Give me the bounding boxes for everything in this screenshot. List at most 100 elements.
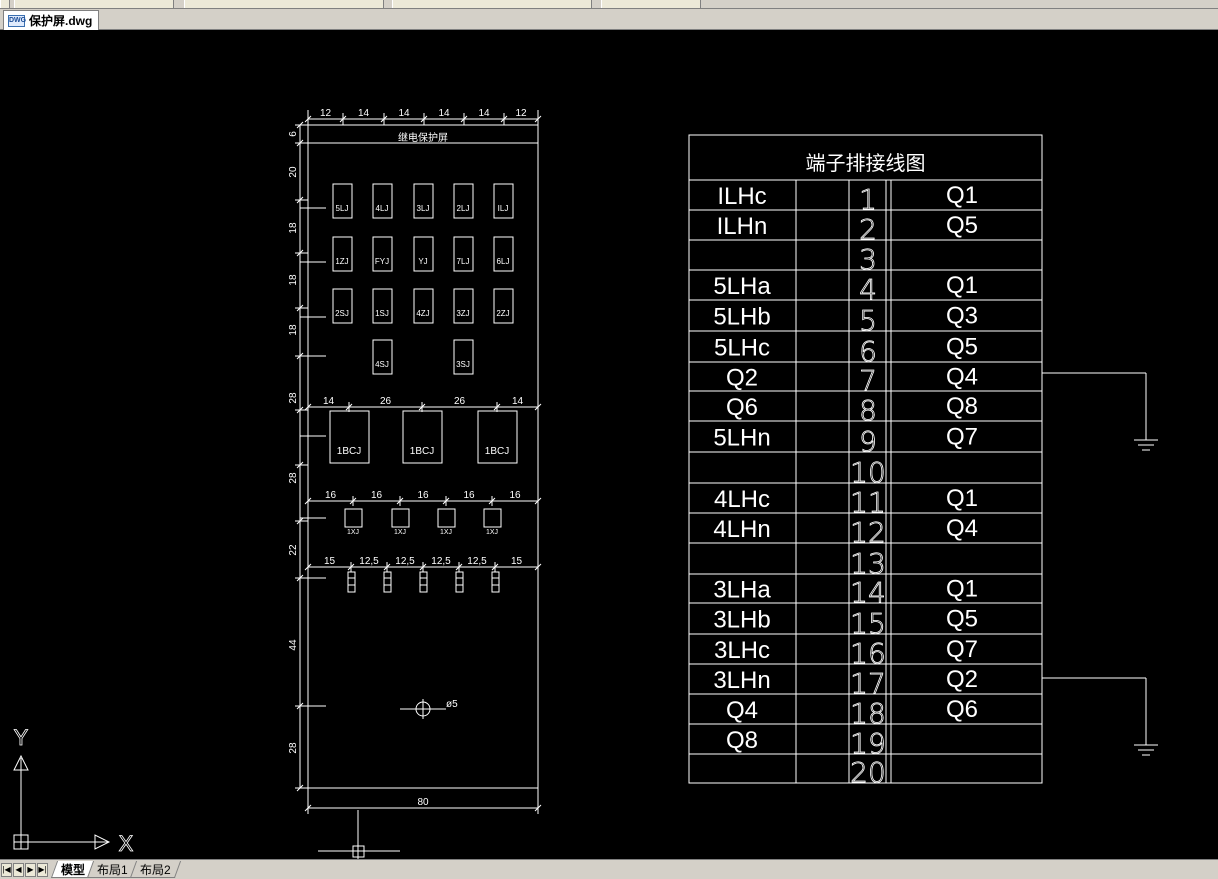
top-dim-label: 12 [320,108,332,119]
terminal-left-label: 5LHb [713,304,770,331]
terminal-number: 9 [859,425,877,458]
relay-label: 6LJ [497,257,510,266]
bcj-dim-label: 14 [323,396,335,407]
relay-label: 2SJ [335,309,349,318]
next-tab-button[interactable]: ▶ [25,862,36,877]
terminal-left-label: Q4 [726,697,758,724]
tab-layout1-label: 布局1 [97,862,128,877]
terminal-right-label: Q5 [946,606,978,633]
tab-layout2[interactable]: 布局2 [129,861,181,878]
dim-tick [296,249,304,257]
terminal-right-label: Q7 [946,636,978,663]
terminal-left-label: ILHn [717,213,768,240]
terminal-number: 20 [850,756,886,789]
relay-label: 4SJ [375,360,389,369]
dim-tick [455,563,463,571]
ucs-x-arrow [94,834,111,850]
relay-label: 2LJ [457,204,470,213]
relay-box [453,183,474,219]
terminal-right-label: Q4 [946,515,978,542]
dim-tick [534,563,542,571]
relay-label: FYJ [375,257,389,266]
terminal-left-label: Q2 [726,365,758,392]
xj-dim-label: 16 [509,490,521,501]
xj-box [391,508,410,528]
dim-tick [296,139,304,147]
relay-box [413,288,434,324]
xj-box [344,508,363,528]
relay-box [453,236,474,272]
dim-tick [419,563,427,571]
relay-box [332,183,353,219]
file-tab[interactable]: DWG 保护屏.dwg [3,10,100,30]
xj-box [437,508,456,528]
panel-title: 继电保护屏 [398,131,448,144]
bcj-dim-label: 14 [512,396,524,407]
tab-layout2-label: 布局2 [139,862,171,877]
side-dim-label: 28 [288,742,299,754]
terminal-number: 8 [859,394,877,427]
terminal-left-label: 5LHn [713,425,770,452]
dim-tick [383,563,391,571]
terminal-number: 17 [850,667,886,700]
dim-tick [396,497,404,505]
terminal-left-label: Q6 [726,394,758,421]
xj-box [483,508,502,528]
side-dim-label: 28 [288,472,299,484]
switch-dim-label: 15 [511,556,523,567]
bcj-label: 1BCJ [337,446,361,457]
relay-box [332,236,353,272]
relay-box [413,236,434,272]
dim-tick [304,403,312,411]
hole-label: ø5 [446,699,458,710]
bcj-dim-label: 26 [380,396,392,407]
terminal-right-label: Q2 [946,666,978,693]
terminal-right-label: Q6 [946,696,978,723]
prev-tab-button[interactable]: ◀ [13,862,24,877]
relay-box [372,236,393,272]
relay-label: 1SJ [375,309,389,318]
relay-label: 4ZJ [416,309,429,318]
switch-dim-label: 12,5 [359,556,379,567]
terminal-number: 6 [859,335,877,368]
dim-tick [345,403,353,411]
bcj-box [402,410,443,464]
dim-tick [339,115,347,123]
terminal-right-label: Q5 [946,212,978,239]
dim-tick [347,563,355,571]
terminal-number: 18 [850,697,886,730]
xj-dim-label: 16 [371,490,383,501]
dim-tick [304,563,312,571]
relay-box [413,183,434,219]
ucs-x-label: X [119,831,134,856]
switch-body [419,571,428,593]
switch-dim-label: 15 [324,556,336,567]
relay-box [493,236,514,272]
terminal-number: 10 [850,456,886,489]
terminal-number: 16 [850,637,886,670]
document-tabbar: DWG 保护屏.dwg [0,9,1218,30]
relay-label: 2ZJ [496,309,509,318]
terminal-right-label: Q4 [946,364,978,391]
terminal-number: 15 [850,607,886,640]
last-tab-button[interactable]: ▶| [37,862,48,877]
side-dim-label: 18 [288,222,299,234]
panel-outline [307,124,539,789]
tab-model-label: 模型 [61,862,86,877]
terminal-number: 7 [859,364,877,397]
terminal-number: 13 [850,547,886,580]
bcj-dim-label: 26 [454,396,466,407]
relay-box [453,288,474,324]
dim-tick [493,403,501,411]
terminal-number: 2 [859,213,877,246]
terminal-right-label: Q5 [946,334,978,361]
terminal-left-label: 3LHn [713,667,770,694]
side-dim-label: 44 [288,639,299,651]
first-tab-button[interactable]: |◀ [1,862,12,877]
dim-tick [534,497,542,505]
terminal-left-label: 4LHc [714,486,770,513]
layout-tabbar: |◀ ◀ ▶ ▶| 模型 布局1 布局2 [0,859,1218,879]
dim-tick [420,115,428,123]
